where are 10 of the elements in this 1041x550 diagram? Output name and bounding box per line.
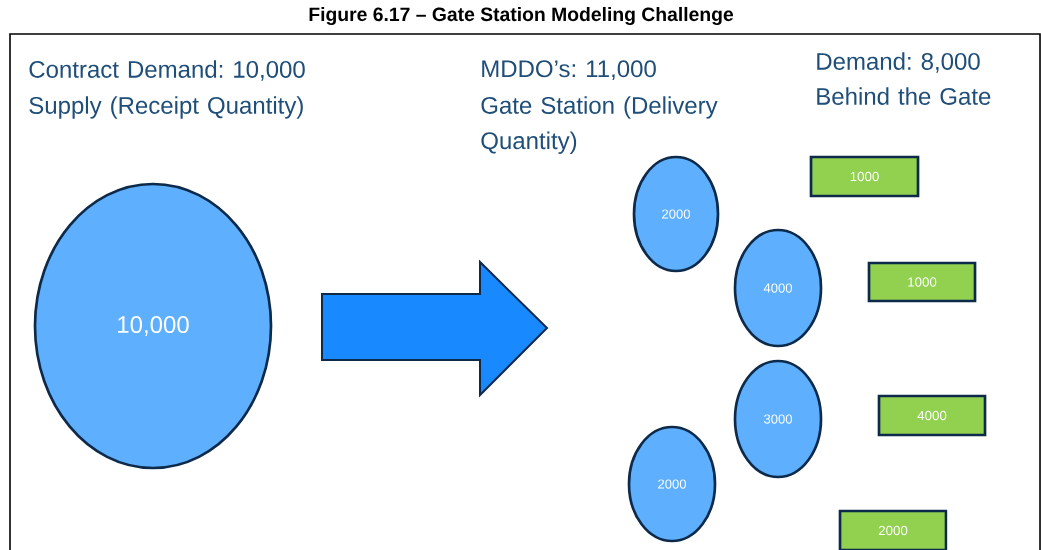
heading-text: Contract Demand: 10,000 <box>29 60 305 81</box>
heading-text: Supply (Receipt Quantity) <box>29 96 303 119</box>
figure-title: Figure 6.17 – Gate Station Modeling Challenge <box>309 6 734 26</box>
heading-text: Behind the Gate <box>817 87 991 105</box>
heading-text: Demand: 8,000 <box>817 52 980 73</box>
heading-text: MDDO’s: 11,000 <box>482 60 656 81</box>
quantity-box: 1000 <box>867 261 977 303</box>
quantity-box: 2000 <box>838 509 948 550</box>
quantity-box: 1000 <box>809 155 920 198</box>
quantity-box: 4000 <box>877 394 987 437</box>
